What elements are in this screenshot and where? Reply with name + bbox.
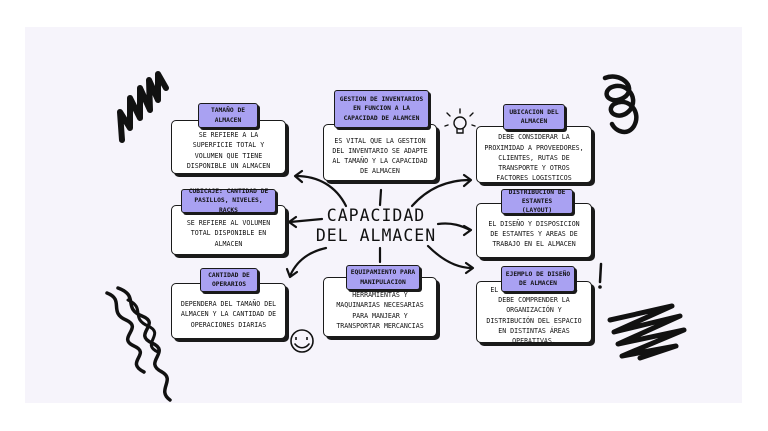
- tag-operarios-label: CANTIDAD DE OPERARIOS: [208, 271, 250, 288]
- card-distribucion-body: EL DISEÑO Y DISPOSICION DE ESTANTES Y AR…: [488, 219, 580, 249]
- tag-equipamiento: EQUIPAMIENTO PARA MANIPULACION: [346, 265, 420, 290]
- card-equipamiento-body: HERRAMIENTAS Y MAQUINARIAS NECESARIAS PA…: [336, 291, 424, 330]
- tag-distribucion: DISTRIBUCION DE ESTANTES (LAYOUT): [501, 189, 573, 214]
- tag-ejemplo-label: EJEMPLO DE DISEÑO DE ALMACEN: [505, 270, 571, 287]
- card-ubicacion-body: DEBE CONSIDERAR LA PROXIMIDAD A PROVEEDO…: [484, 133, 584, 183]
- tag-ubicacion-label: UBICACION DEL ALMACEN: [509, 108, 559, 125]
- tag-equipamiento-label: EQUIPAMIENTO PARA MANIPULACION: [350, 269, 416, 286]
- card-gestion: ES VITAL QUE LA GESTION DEL INVENTARIO S…: [323, 124, 437, 181]
- card-cubicaje: SE REFIERE AL VOLUMEN TOTAL DISPONIBLE E…: [171, 205, 286, 255]
- card-operarios-body: DEPENDERA DEL TAMAÑO DEL ALMACEN Y LA CA…: [180, 300, 277, 329]
- tag-gestion-label: GESTION DE INVENTARIOS EN FUNCION A LA C…: [339, 96, 424, 122]
- card-operarios: DEPENDERA DEL TAMAÑO DEL ALMACEN Y LA CA…: [171, 283, 286, 339]
- tag-tamano: TAMAÑO DE ALMACEN: [198, 103, 258, 128]
- tag-ejemplo: EJEMPLO DE DISEÑO DE ALMACEN: [501, 266, 575, 292]
- tag-cubicaje: CUBICAJE: CANTIDAD DE PASILLOS, NIVELES,…: [181, 188, 276, 214]
- center-title-line2: DEL ALMACEN: [315, 226, 437, 245]
- tag-ubicacion: UBICACION DEL ALMACEN: [503, 104, 565, 130]
- tag-cubicaje-label: CUBICAJE: CANTIDAD DE PASILLOS, NIVELES,…: [188, 188, 269, 214]
- center-title: CAPACIDAD DEL ALMACEN: [312, 206, 440, 246]
- card-tamano: SE REFIERE A LA SUPERFICIE TOTAL Y VOLUM…: [171, 120, 286, 174]
- tag-tamano-label: TAMAÑO DE ALMACEN: [210, 107, 246, 124]
- card-ubicacion: DEBE CONSIDERAR LA PROXIMIDAD A PROVEEDO…: [476, 126, 592, 183]
- tag-operarios: CANTIDAD DE OPERARIOS: [200, 268, 258, 292]
- card-cubicaje-body: SE REFIERE AL VOLUMEN TOTAL DISPONIBLE E…: [186, 219, 271, 248]
- card-gestion-body: ES VITAL QUE LA GESTION DEL INVENTARIO S…: [332, 136, 428, 176]
- center-title-line1: CAPACIDAD: [326, 206, 426, 225]
- card-tamano-body: SE REFIERE A LA SUPERFICIE TOTAL Y VOLUM…: [186, 131, 271, 170]
- card-distribucion: EL DISEÑO Y DISPOSICION DE ESTANTES Y AR…: [476, 203, 592, 258]
- tag-distribucion-label: DISTRIBUCION DE ESTANTES (LAYOUT): [508, 188, 566, 215]
- tag-gestion: GESTION DE INVENTARIOS EN FUNCION A LA C…: [334, 90, 429, 128]
